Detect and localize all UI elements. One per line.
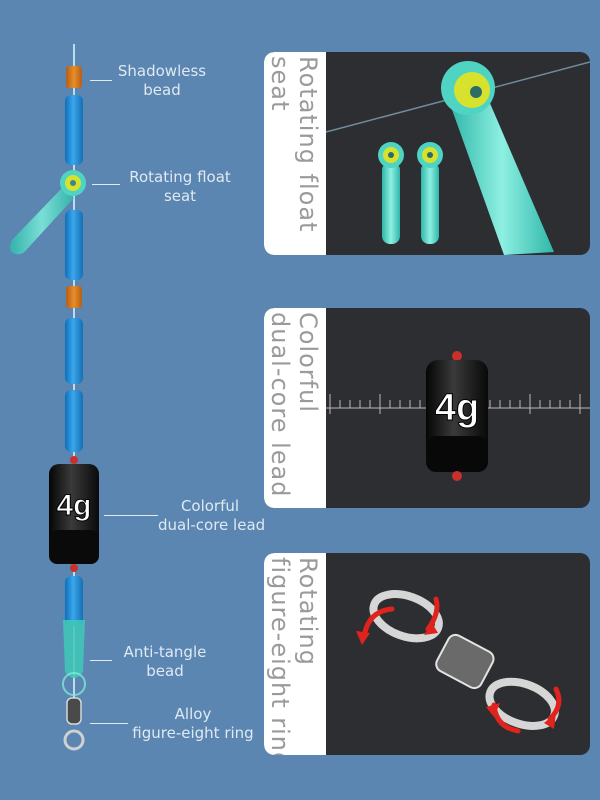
ring-panel-title: Rotating figure-eight ring (266, 557, 322, 755)
shadowless-bead-bottom (66, 286, 82, 308)
float-seat-panel: Rotating float seat (264, 52, 590, 255)
panel-sidebar (264, 553, 326, 755)
panel-sidebar (264, 52, 326, 255)
float-bead (65, 95, 83, 165)
float-bead (65, 210, 83, 280)
leader-line (90, 80, 112, 81)
lead-weight-text: 4g (56, 489, 91, 522)
ring-panel: Rotating figure-eight ring (264, 553, 590, 755)
lead-panel: Colorful dual-core lead 4g (264, 308, 590, 508)
arrow-heads (356, 623, 556, 729)
float-seat-label: Rotating float seat (129, 168, 231, 205)
float-bead (65, 390, 83, 452)
leader-line (104, 515, 158, 516)
lead-panel-title: Colorful dual-core lead (266, 312, 322, 498)
dual-core-lead: 4g (49, 456, 99, 572)
ring-photo (356, 590, 562, 734)
figure-eight-ring (63, 697, 85, 751)
anti-tangle-bead-label: Anti-tangle bead (123, 643, 207, 680)
leader-line (92, 184, 120, 185)
rotating-float-seat (9, 170, 86, 255)
swivel-ring (369, 590, 559, 730)
dual-core-lead-label: Colorful dual-core lead (158, 497, 266, 534)
fishing-rig-illustration: 4g Shadowless bead Rotating float seat C… (0, 0, 266, 800)
float-bead (65, 576, 83, 626)
float-bead (65, 318, 83, 384)
float-seat-small-left (378, 142, 404, 244)
leader-line (90, 660, 112, 661)
float-seat-large (441, 61, 554, 255)
leader-line (90, 723, 128, 724)
float-seat-small-right (417, 142, 443, 244)
rig-drawing: 4g (9, 44, 99, 751)
lead-photo: 4g (326, 351, 590, 481)
anti-tangle-bead (62, 620, 86, 696)
shadowless-bead-top (66, 66, 82, 88)
float-seat-photo (325, 61, 590, 255)
lead-weight-closeup: 4g (426, 351, 488, 481)
figure-eight-ring-label: Alloy figure-eight ring (132, 705, 254, 742)
lead-weight-closeup-text: 4g (435, 387, 479, 429)
panel-sidebar (264, 308, 326, 508)
float-seat-panel-title: Rotating float seat (266, 56, 322, 233)
shadowless-bead-label: Shadowless bead (117, 62, 207, 99)
